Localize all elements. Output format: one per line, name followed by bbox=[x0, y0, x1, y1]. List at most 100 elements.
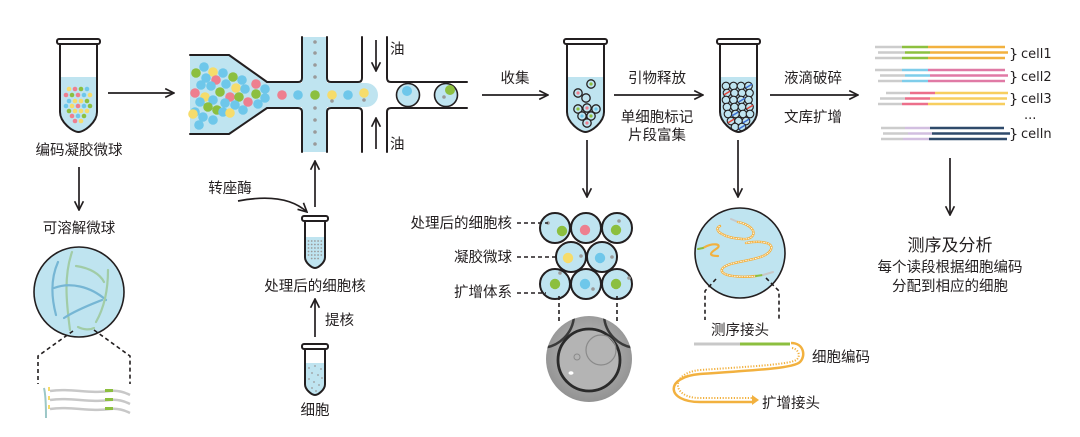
channel-bead bbox=[277, 90, 287, 100]
cell-dot bbox=[317, 374, 319, 376]
nucleus-dot bbox=[313, 63, 317, 67]
channel-wall bbox=[326, 107, 363, 153]
analysis-desc-line2: 分配到相应的细胞 bbox=[892, 277, 1008, 295]
nucleus-dot bbox=[617, 219, 621, 223]
gel-bead-dot bbox=[84, 86, 90, 92]
droplet-in-tube bbox=[745, 109, 755, 119]
gel-bead-dot bbox=[78, 108, 84, 114]
enrichment-label-line2: 片段富集 bbox=[628, 126, 686, 144]
nucleus-dot bbox=[579, 254, 583, 258]
gel-bead bbox=[251, 79, 261, 89]
zoom-dash-left bbox=[37, 330, 74, 384]
cell-dot bbox=[318, 384, 320, 386]
gel-bead bbox=[199, 62, 209, 72]
microscope-image bbox=[546, 316, 632, 402]
nucleus-dot bbox=[307, 250, 310, 253]
channel-bead bbox=[310, 90, 320, 100]
nucleus-dot bbox=[314, 247, 316, 249]
droplet-content-dot bbox=[589, 114, 593, 118]
cells-tube bbox=[301, 343, 329, 397]
tube-body bbox=[304, 349, 326, 397]
gel-beads-label: 编码凝胶微球 bbox=[36, 142, 123, 159]
bead-strand bbox=[51, 260, 60, 317]
gel-bead-dot bbox=[87, 103, 93, 109]
extract-nuclei-label: 提核 bbox=[325, 312, 354, 329]
gel-bead bbox=[243, 97, 253, 107]
nucleus-dot bbox=[310, 250, 313, 253]
gem-droplet bbox=[601, 268, 633, 300]
tube-cap bbox=[716, 38, 761, 45]
tubes-layer bbox=[56, 38, 761, 397]
nucleus-dot bbox=[313, 142, 317, 146]
enrichment-label-line1: 单细胞标记 bbox=[621, 109, 694, 126]
nucleus-dot bbox=[313, 106, 317, 110]
released-primer bbox=[738, 124, 746, 130]
nucleus-dot bbox=[591, 287, 595, 291]
tube-cap bbox=[56, 38, 101, 45]
tube-cap bbox=[563, 38, 608, 45]
gem-droplet bbox=[570, 212, 602, 244]
strand-arrowhead-icon bbox=[752, 395, 759, 405]
brace-icon: } bbox=[1009, 92, 1018, 108]
gel-bead bbox=[253, 99, 263, 109]
gel-bead-dot bbox=[75, 113, 81, 119]
bead-strand bbox=[94, 268, 110, 324]
cell-dot bbox=[320, 368, 322, 370]
gel-bead bbox=[208, 95, 218, 105]
channel-bead bbox=[343, 90, 353, 100]
nucleus-dot bbox=[317, 257, 319, 260]
gel-bead bbox=[237, 75, 247, 85]
droplet-in-tube bbox=[722, 102, 732, 112]
gel-bead bbox=[190, 88, 200, 98]
nucleus-dot bbox=[310, 247, 313, 249]
cell-dot bbox=[311, 387, 313, 389]
gel-bead bbox=[231, 83, 241, 93]
tube-contents bbox=[308, 365, 323, 392]
droplet bbox=[395, 82, 421, 108]
gel-bead-dot bbox=[81, 103, 87, 109]
released-primer bbox=[738, 97, 746, 103]
gel-bead bbox=[230, 100, 240, 110]
gel-bead-dot bbox=[63, 103, 69, 109]
gel-bead-tube bbox=[56, 38, 101, 134]
oil-label-top: 油 bbox=[390, 41, 405, 58]
nucleus-dot bbox=[320, 250, 323, 253]
chip-beads bbox=[188, 40, 369, 146]
oil-label-bottom: 油 bbox=[390, 136, 405, 153]
gel-bead bbox=[238, 105, 248, 115]
droplet-content-dot bbox=[585, 121, 589, 125]
tube-cap bbox=[301, 343, 329, 350]
nucleus-dot bbox=[317, 243, 319, 246]
nucleus-dot bbox=[317, 247, 319, 249]
cells-label: 细胞 bbox=[301, 402, 330, 419]
droplet-in-tube bbox=[730, 102, 739, 112]
gel-bead bbox=[579, 224, 591, 236]
channel-bead bbox=[359, 88, 369, 98]
nucleus-dot bbox=[313, 130, 317, 134]
nucleus-dot bbox=[314, 243, 316, 246]
droplet-content-dot bbox=[594, 107, 598, 111]
gel-bead bbox=[260, 93, 270, 103]
transposase-label: 转座酶 bbox=[208, 180, 252, 197]
gel-bead bbox=[579, 278, 591, 290]
gel-bead bbox=[206, 81, 216, 91]
gel-bead bbox=[208, 115, 218, 125]
gel-bead bbox=[196, 80, 206, 90]
nucleus-dot bbox=[320, 254, 323, 256]
gel-bead bbox=[194, 120, 204, 130]
bead-strand bbox=[52, 284, 108, 302]
read-group-cell1 bbox=[875, 45, 1008, 60]
droplet-in-tube bbox=[729, 81, 738, 91]
gem-grid bbox=[539, 212, 633, 300]
nucleus-dot bbox=[310, 254, 313, 256]
nucleus-dot bbox=[313, 118, 317, 122]
gel-bead-dot bbox=[81, 92, 87, 98]
primer-strands bbox=[43, 387, 131, 419]
droplet-break-label: 液滴破碎 bbox=[784, 69, 842, 87]
nucleus-dot bbox=[320, 243, 323, 246]
cell-dot bbox=[315, 390, 317, 392]
gem-droplet bbox=[555, 241, 587, 273]
nucleus-dot bbox=[307, 247, 310, 249]
